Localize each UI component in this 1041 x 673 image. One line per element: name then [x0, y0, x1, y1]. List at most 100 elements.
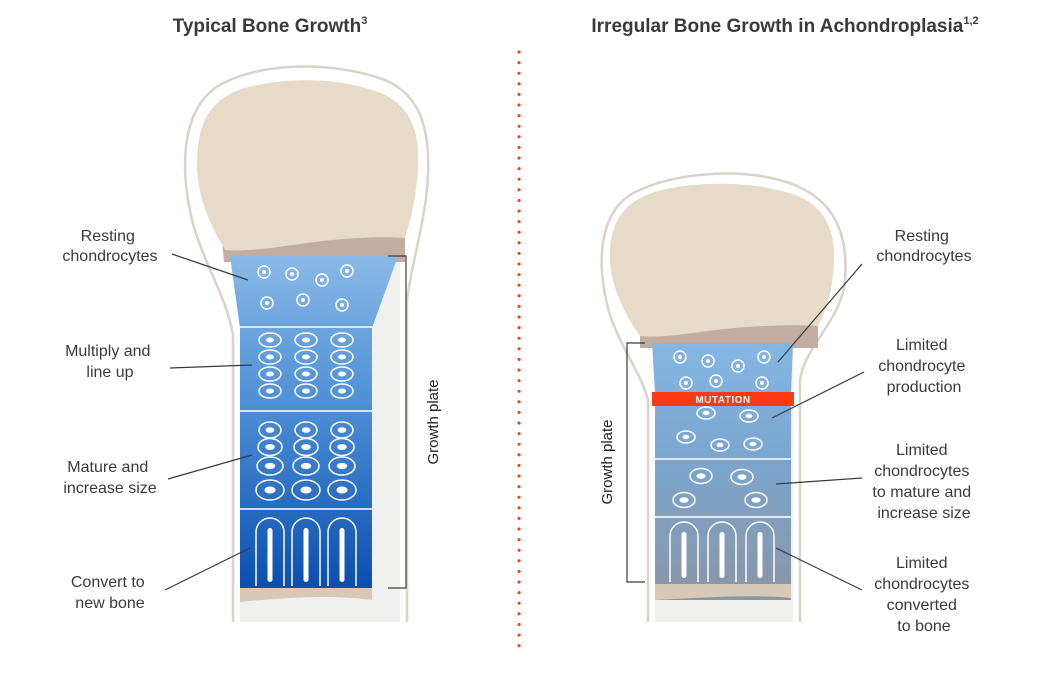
- chondrocyte-cell: [294, 349, 318, 365]
- mutation-band: [652, 392, 794, 406]
- chondrocyte-cell: [755, 376, 769, 390]
- chondrocyte-cell: [731, 359, 745, 373]
- chondrocyte-nucleus: [737, 474, 747, 480]
- chondrocyte-nucleus: [762, 355, 766, 359]
- right-title: Irregular Bone Growth in Achondroplasia1…: [591, 15, 978, 37]
- chondrocyte-cell: [294, 383, 318, 399]
- label-convert-new-bone: Convert to new bone: [71, 574, 149, 612]
- chondrocyte-nucleus: [264, 486, 276, 494]
- typical-bone-columns: [255, 517, 357, 586]
- chondrocyte-cell: [258, 366, 282, 382]
- leader-line: [775, 547, 863, 591]
- chondrocyte-nucleus: [751, 497, 761, 503]
- chondrocyte-nucleus: [265, 301, 269, 305]
- chondrocyte-nucleus: [760, 381, 764, 385]
- chondrocyte-nucleus: [679, 497, 689, 503]
- chondrocyte-cell: [743, 437, 763, 451]
- mutation-label: MUTATION: [695, 395, 750, 406]
- chondrocyte-cell: [258, 332, 282, 348]
- chondrocyte-nucleus: [714, 379, 718, 383]
- bone-column: [327, 517, 357, 586]
- left-labels: Resting chondrocytes Multiply and line u…: [62, 228, 157, 612]
- label-multiply-line-up: Multiply and line up: [65, 343, 155, 381]
- chondrocyte-nucleus: [302, 354, 310, 360]
- chondrocyte-nucleus: [300, 462, 312, 470]
- chondrocyte-nucleus: [336, 462, 348, 470]
- chondrocyte-nucleus: [302, 337, 310, 343]
- bone-column: [669, 521, 699, 582]
- leader-line: [167, 454, 253, 480]
- chondrocyte-cell: [672, 491, 696, 509]
- chondrocyte-cell: [258, 383, 282, 399]
- chondrocyte-nucleus: [340, 303, 344, 307]
- bone-column: [707, 521, 737, 582]
- chondrocyte-nucleus: [706, 359, 710, 363]
- chondrocyte-nucleus: [749, 441, 757, 447]
- chondrocyte-cell: [340, 264, 354, 278]
- chondrocyte-nucleus: [716, 442, 724, 448]
- irregular-bone-band: [655, 584, 791, 600]
- bone-column-core: [339, 528, 345, 582]
- chondrocyte-nucleus: [338, 354, 346, 360]
- chondrocyte-cell: [256, 456, 284, 476]
- chondrocyte-cell: [260, 296, 274, 310]
- chondrocyte-nucleus: [678, 355, 682, 359]
- chondrocyte-nucleus: [266, 371, 274, 377]
- chondrocyte-nucleus: [696, 473, 706, 479]
- bone-column-core: [681, 532, 687, 578]
- chondrocyte-nucleus: [301, 427, 311, 433]
- label-resting-chondrocytes: Resting chondrocytes: [62, 228, 157, 265]
- chondrocyte-nucleus: [337, 427, 347, 433]
- leader-line: [775, 477, 863, 485]
- label-resting-chondrocytes-right: Resting chondrocytes: [876, 228, 971, 265]
- irregular-chondrocytes: [672, 350, 771, 509]
- chondrocyte-cell: [291, 479, 321, 501]
- chondrocyte-nucleus: [684, 381, 688, 385]
- typical-chondrocytes: [255, 264, 357, 501]
- chondrocyte-nucleus: [265, 427, 275, 433]
- leader-line: [777, 263, 863, 363]
- chondrocyte-nucleus: [745, 413, 753, 419]
- label-limited-mature: Limited chondrocytes to mature and incre…: [872, 442, 975, 522]
- typical-bone-head: [196, 80, 419, 251]
- chondrocyte-cell: [292, 456, 320, 476]
- label-limited-converted: Limited chondrocytes converted to bone: [874, 555, 974, 635]
- bone-column-core: [303, 528, 309, 582]
- chondrocyte-cell: [676, 430, 696, 444]
- bone-column: [291, 517, 321, 586]
- chondrocyte-nucleus: [290, 272, 294, 276]
- chondrocyte-nucleus: [736, 364, 740, 368]
- chondrocyte-nucleus: [302, 388, 310, 394]
- chondrocyte-cell: [335, 298, 349, 312]
- chondrocyte-cell: [257, 265, 271, 279]
- chondrocyte-cell: [710, 438, 730, 452]
- typical-growth-line: [222, 232, 405, 262]
- chondrocyte-cell: [294, 332, 318, 348]
- chondrocyte-cell: [257, 437, 283, 457]
- irregular-bone-head: [609, 183, 835, 337]
- bone-column: [745, 521, 775, 582]
- chondrocyte-cell: [744, 491, 768, 509]
- chondrocyte-nucleus: [345, 269, 349, 273]
- chondrocyte-nucleus: [338, 337, 346, 343]
- left-growth-plate-label: Growth plate: [425, 379, 442, 464]
- chondrocyte-cell: [255, 479, 285, 501]
- right-growth-plate-label: Growth plate: [599, 419, 616, 504]
- chondrocyte-nucleus: [301, 298, 305, 302]
- bone-column: [255, 517, 285, 586]
- chondrocyte-cell: [696, 406, 716, 420]
- leader-line: [164, 547, 251, 591]
- chondrocyte-cell: [293, 437, 319, 457]
- chondrocyte-cell: [709, 374, 723, 388]
- chondrocyte-cell: [757, 350, 771, 364]
- label-mature-increase-size: Mature and increase size: [63, 459, 156, 497]
- chondrocyte-nucleus: [320, 278, 324, 282]
- chondrocyte-nucleus: [300, 486, 312, 494]
- chondrocyte-cell: [327, 479, 357, 501]
- chondrocyte-nucleus: [338, 371, 346, 377]
- bone-column-core: [757, 532, 763, 578]
- irregular-growth-line: [640, 320, 818, 348]
- chondrocyte-cell: [730, 468, 754, 486]
- typical-new-bone-band: [240, 588, 372, 602]
